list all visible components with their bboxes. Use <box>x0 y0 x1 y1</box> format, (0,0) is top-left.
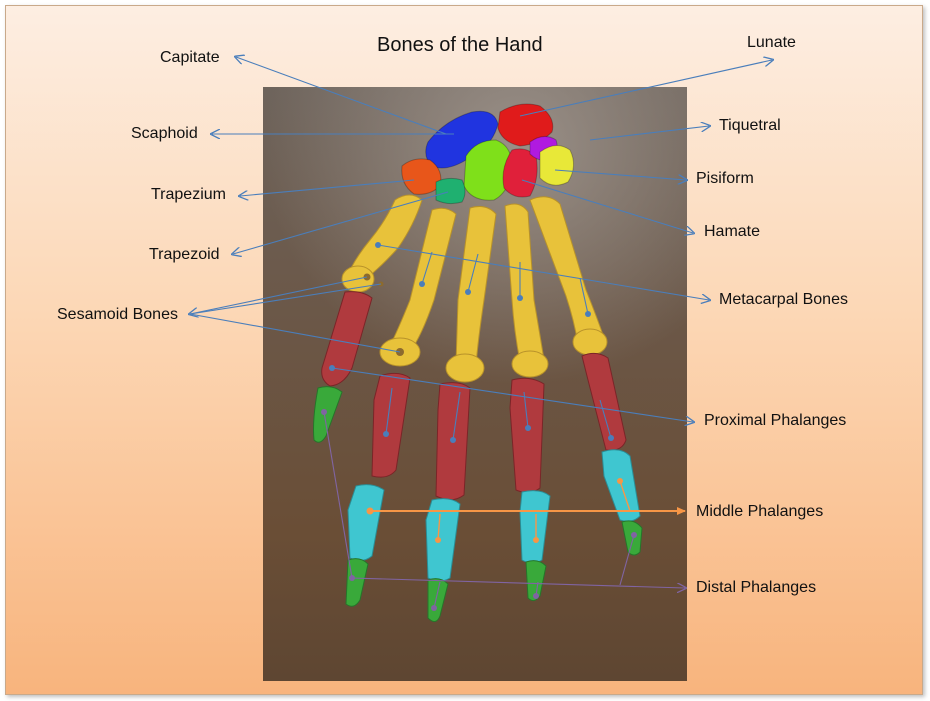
label-distal-phalanges: Distal Phalanges <box>696 579 817 596</box>
purple-leader-lines <box>323 411 685 609</box>
label-scaphoid: Scaphoid <box>131 125 198 142</box>
label-capitate: Capitate <box>160 49 220 66</box>
blue-leader-lines <box>190 57 772 441</box>
blue-leader-dots <box>329 242 614 443</box>
label-sesamoid-bones: Sesamoid Bones <box>57 306 178 323</box>
label-tiquetral: Tiquetral <box>719 117 781 134</box>
label-metacarpal-bones: Metacarpal Bones <box>719 291 848 308</box>
label-middle-phalanges: Middle Phalanges <box>696 503 824 520</box>
orange-leader-dots <box>366 478 623 543</box>
label-trapezoid: Trapezoid <box>149 246 220 263</box>
orange-leader-lines <box>370 480 686 541</box>
metacarpal-bones <box>341 194 608 383</box>
diagram-title: Bones of the Hand <box>377 34 543 56</box>
purple-leader-dots <box>321 409 637 611</box>
carpal-bones <box>401 103 574 205</box>
label-lunate: Lunate <box>747 34 796 51</box>
label-trapezium: Trapezium <box>151 186 226 203</box>
label-hamate: Hamate <box>704 223 761 240</box>
label-pisiform: Pisiform <box>696 170 754 187</box>
label-proximal-phalanges: Proximal Phalanges <box>704 412 847 429</box>
